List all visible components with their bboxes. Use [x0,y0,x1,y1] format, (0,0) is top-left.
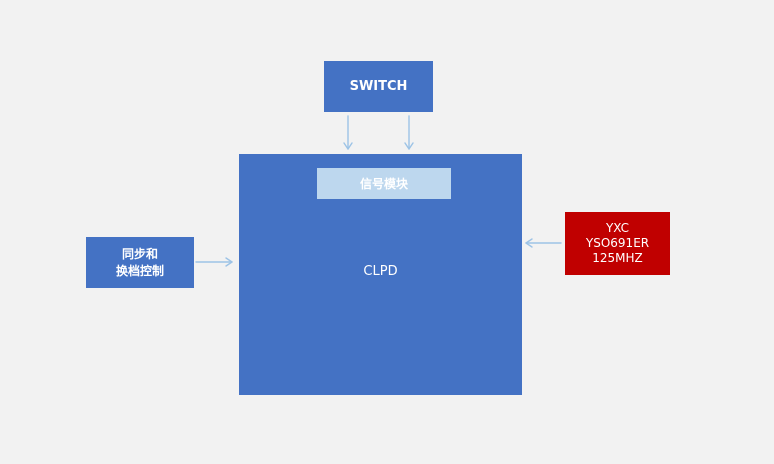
oscillator-block: YXC YSO691ER 125MHZ [565,212,670,275]
sync-control-block: 同步和 换档控制 [86,237,194,288]
arrow-switch-to-clpd-left [343,115,353,150]
sync-label-line1: 同步和 [121,246,158,261]
oscillator-label-line2: YSO691ER [585,236,650,250]
switch-block: SWITCH [324,61,433,112]
sync-label-line2: 换档控制 [115,263,164,278]
oscillator-label-line1: YXC [605,221,630,235]
arrow-switch-to-clpd-right [404,115,414,150]
switch-label: SWITCH [349,79,408,94]
clpd-label: CLPD [363,264,398,279]
arrow-sync-to-clpd [195,257,233,267]
arrow-oscillator-to-clpd [525,238,562,248]
oscillator-label-line3: 125MHZ [592,251,643,265]
signal-module-block: 信号模块 [317,168,451,199]
signal-module-label: 信号模块 [359,177,408,191]
